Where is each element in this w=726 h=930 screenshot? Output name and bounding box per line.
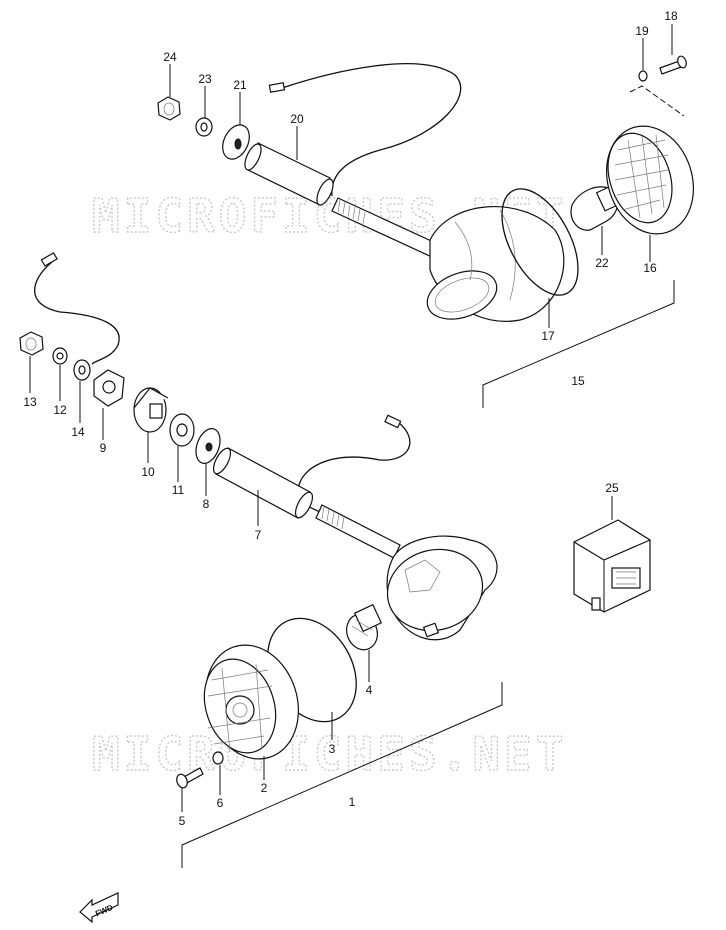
left-wire-terminal xyxy=(40,252,58,267)
bottom-signal-assembly xyxy=(176,414,498,789)
label-part-23: 23 xyxy=(198,72,212,86)
label-part-1: 1 xyxy=(349,795,356,809)
bottom-threaded-shaft xyxy=(315,504,401,559)
part-8-plate xyxy=(195,428,221,464)
part-2-lens xyxy=(203,644,299,760)
label-part-22: 22 xyxy=(595,256,609,270)
label-part-18: 18 xyxy=(664,9,678,23)
part-6-washer xyxy=(212,751,224,765)
part-12-washer xyxy=(52,347,68,365)
label-part-20: 20 xyxy=(290,112,304,126)
part-5-screw xyxy=(176,767,204,789)
fwd-badge: FWD xyxy=(79,892,119,924)
part-10-rubber-cushion xyxy=(133,387,169,433)
top-gasket-ring xyxy=(501,188,579,296)
label-part-4: 4 xyxy=(366,683,373,697)
part-24-nut xyxy=(157,96,181,121)
bottom-housing xyxy=(386,535,498,641)
left-wire xyxy=(33,261,120,365)
part-14-terminal xyxy=(73,359,91,381)
label-part-5: 5 xyxy=(179,814,186,828)
top-signal-assembly xyxy=(157,55,695,322)
label-part-13: 13 xyxy=(23,395,37,409)
part-18-screw xyxy=(659,55,687,75)
bracket-1 xyxy=(181,682,503,868)
label-part-11: 11 xyxy=(172,483,185,497)
bottom-wire xyxy=(297,421,411,513)
watermark-bottom: MICROFICHES.NET xyxy=(92,727,567,781)
label-part-10: 10 xyxy=(141,465,155,479)
label-part-12: 12 xyxy=(53,403,67,417)
part-9-bracket xyxy=(93,369,125,407)
bottom-wire-terminal xyxy=(384,414,402,429)
part-13-nut xyxy=(19,331,44,356)
part-19-washer xyxy=(638,70,648,82)
part-17-housing xyxy=(426,206,565,322)
label-part-2: 2 xyxy=(261,781,268,795)
label-part-16: 16 xyxy=(643,261,657,275)
label-part-9: 9 xyxy=(100,441,107,455)
left-wire-assembly xyxy=(33,252,120,365)
leader-lines xyxy=(29,24,673,812)
part-20-stem-cover xyxy=(244,142,334,206)
label-part-24: 24 xyxy=(163,50,177,64)
part-25-relay xyxy=(573,519,651,613)
label-part-7: 7 xyxy=(255,528,262,542)
part-7-stem-cover xyxy=(212,447,314,519)
label-part-14: 14 xyxy=(71,425,85,439)
label-part-8: 8 xyxy=(203,497,210,511)
label-part-19: 19 xyxy=(635,24,649,38)
label-part-3: 3 xyxy=(329,742,336,756)
part-11-washer xyxy=(169,413,195,447)
label-part-21: 21 xyxy=(233,78,247,92)
part-4-bulb xyxy=(346,603,383,651)
top-screw-guide xyxy=(629,85,685,117)
label-part-6: 6 xyxy=(217,796,224,810)
top-wire-terminal xyxy=(268,82,286,93)
label-part-17: 17 xyxy=(541,329,555,343)
label-part-25: 25 xyxy=(605,481,619,495)
part-23-washer xyxy=(195,117,213,137)
label-part-15: 15 xyxy=(571,374,585,388)
top-wire xyxy=(281,63,462,197)
part-16-lens xyxy=(605,125,695,235)
part-21-plate xyxy=(222,124,250,160)
bracket-15 xyxy=(482,280,675,408)
